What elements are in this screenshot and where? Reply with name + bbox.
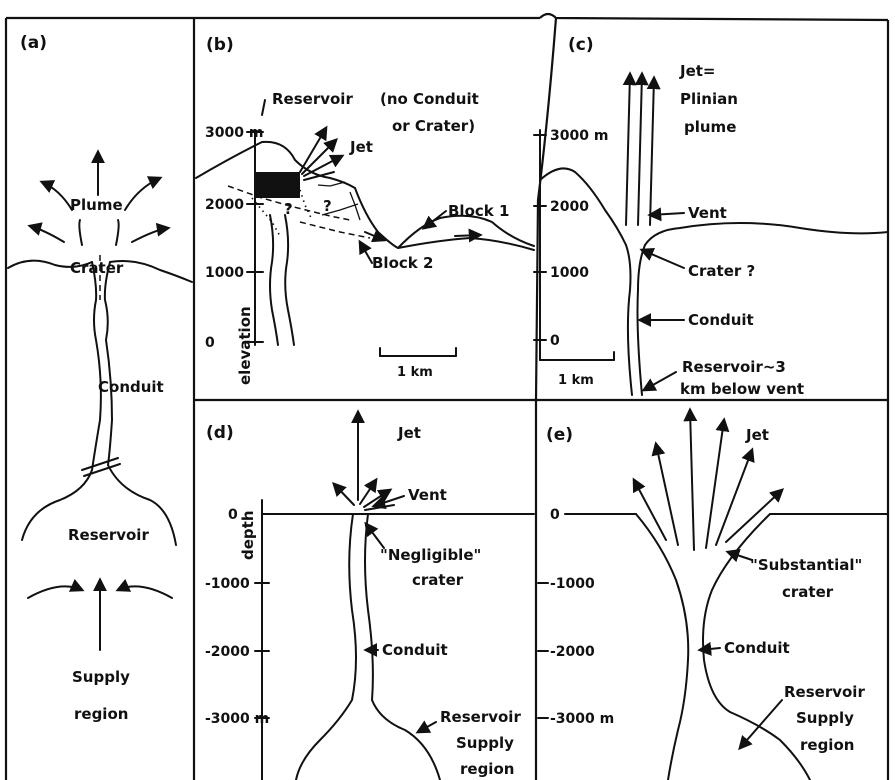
panel-a-supply-label-2: region	[74, 705, 128, 723]
panel-b-label: (b)	[206, 35, 234, 55]
panel-c-crater-label: Crater ?	[688, 262, 755, 280]
panel-e-tick-minus-3000: -3000 m	[550, 711, 614, 727]
panel-b-scale-bar: 1 km	[380, 348, 456, 380]
panel-b-old-conduit-right	[285, 215, 294, 345]
panel-b-tick-3000: 3000 m	[205, 125, 263, 141]
panel-a-conduit-right	[105, 262, 176, 545]
panel-b-axis-label: elevation	[236, 306, 254, 385]
panel-c-scale-label: 1 km	[558, 373, 594, 388]
panel-b-elevation-axis: 3000 m 2000 1000 0 elevation	[205, 125, 263, 385]
panel-e-tick-minus-1000: -1000	[550, 576, 595, 592]
panel-b-lower-surface	[398, 238, 534, 250]
panel-b-note-line-2: or Crater)	[392, 117, 475, 135]
panel-b-tick-2000: 2000	[205, 197, 244, 213]
panel-d-reservoir-label-3: region	[460, 760, 514, 778]
panel-b-reservoir-label: Reservoir	[272, 90, 353, 108]
panel-a-crater-label: Crater	[70, 259, 124, 277]
panel-c: (c) Jet= Plinian plume 3000 m 2000 1000 …	[534, 35, 888, 398]
panel-d-crater-label-1: "Negligible"	[380, 546, 481, 564]
panel-b-question-2: ?	[323, 197, 332, 215]
panel-e-crater-label-2: crater	[782, 583, 834, 601]
panel-c-tick-2000: 2000	[550, 199, 589, 215]
panel-a-plume-label: Plume	[70, 196, 123, 214]
panel-b-old-conduit-left	[270, 215, 278, 345]
panel-a-supply-arrows	[28, 580, 172, 650]
panel-b-note-line-1: (no Conduit	[380, 90, 479, 108]
panel-d-tick-minus-2000: -2000	[205, 644, 250, 660]
panel-d-conduit-left	[296, 514, 356, 780]
panel-c-jet-label-2: Plinian	[680, 90, 738, 108]
panel-a-conduit-label: Conduit	[98, 378, 164, 396]
panel-a-supply-label-1: Supply	[72, 668, 130, 686]
panel-a-reservoir-label: Reservoir	[68, 526, 149, 544]
panel-a-conduit-left	[22, 262, 101, 540]
panel-e-reservoir-label-3: region	[800, 736, 854, 754]
panel-d-depth-axis: 0 -1000 -2000 -3000 m depth	[205, 500, 269, 780]
panel-b-scale-label: 1 km	[397, 365, 433, 380]
panel-a-label: (a)	[20, 33, 47, 53]
panel-d-tick-0: 0	[228, 507, 238, 523]
panel-d-reservoir-label-1: Reservoir	[440, 708, 521, 726]
panel-d-jet-arrows	[334, 412, 394, 510]
panel-c-reservoir-label-1: Reservoir~3	[682, 358, 786, 376]
panel-e-tick-minus-2000: -2000	[550, 644, 595, 660]
panel-e-crater-label-1: "Substantial"	[750, 556, 862, 574]
panel-a-break-mark	[82, 458, 120, 476]
panel-b: (b) Reservoir (no Conduit or Crater) Jet…	[196, 35, 534, 385]
panel-b-jet-label: Jet	[349, 138, 373, 156]
panel-e-depth-axis: 0 -1000 -2000 -3000 m	[538, 507, 614, 727]
panel-c-tick-0: 0	[550, 333, 560, 349]
panel-e-reservoir-label-1: Reservoir	[784, 683, 865, 701]
panel-c-jet-arrows	[626, 74, 654, 225]
panel-d-tick-minus-3000: -3000 m	[205, 711, 269, 727]
panel-d-label: (d)	[206, 423, 234, 443]
panel-b-reservoir-block	[254, 172, 300, 198]
panel-c-conduit-label: Conduit	[688, 311, 754, 329]
panel-c-elevation-axis: 3000 m 2000 1000 0	[534, 128, 608, 360]
panel-c-vent-label: Vent	[688, 204, 727, 222]
panel-c-tick-3000: 3000 m	[550, 128, 608, 144]
panel-c-jet-label-1: Jet=	[679, 62, 716, 80]
panel-c-conduit-left	[626, 245, 632, 395]
panel-b-tick-1000: 1000	[205, 265, 244, 281]
panel-e-reservoir-label-2: Supply	[796, 709, 854, 727]
panel-d-vent-label: Vent	[408, 486, 447, 504]
panel-c-jet-label-3: plume	[684, 118, 736, 136]
panel-c-reservoir-label-2: km below vent	[680, 380, 804, 398]
panel-d-axis-label: depth	[239, 511, 257, 561]
panel-b-block1-label: Block 1	[448, 202, 509, 220]
panel-e-conduit-left	[636, 514, 688, 780]
panel-d-jet-label: Jet	[397, 424, 421, 442]
panel-b-jet-arrows	[300, 128, 342, 180]
panel-d: (d) Jet 0 -1000 -2000 -3000 m depth Vent	[205, 412, 534, 780]
panel-d-crater-label-2: crater	[412, 571, 464, 589]
panel-c-scale-bar: 1 km	[540, 352, 614, 388]
panel-d-tick-minus-1000: -1000	[205, 576, 250, 592]
panel-e-label: (e)	[546, 425, 573, 445]
panel-b-tick-0: 0	[205, 335, 215, 351]
panel-d-reservoir-label-2: Supply	[456, 734, 514, 752]
panel-c-tick-1000: 1000	[550, 265, 589, 281]
panel-b-block2-label: Block 2	[372, 254, 433, 272]
panel-e-tick-0: 0	[550, 507, 560, 523]
panel-e: (e) Jet 0 -1000 -2000 -3000 m "Substanti…	[538, 410, 888, 780]
panel-a: (a) Plume Crater Conduit Reservoir Suppl	[8, 33, 192, 723]
panel-d-conduit-label: Conduit	[382, 641, 448, 659]
panel-c-label: (c)	[568, 35, 594, 55]
panel-e-conduit-label: Conduit	[724, 639, 790, 657]
panel-e-jet-label: Jet	[745, 426, 769, 444]
